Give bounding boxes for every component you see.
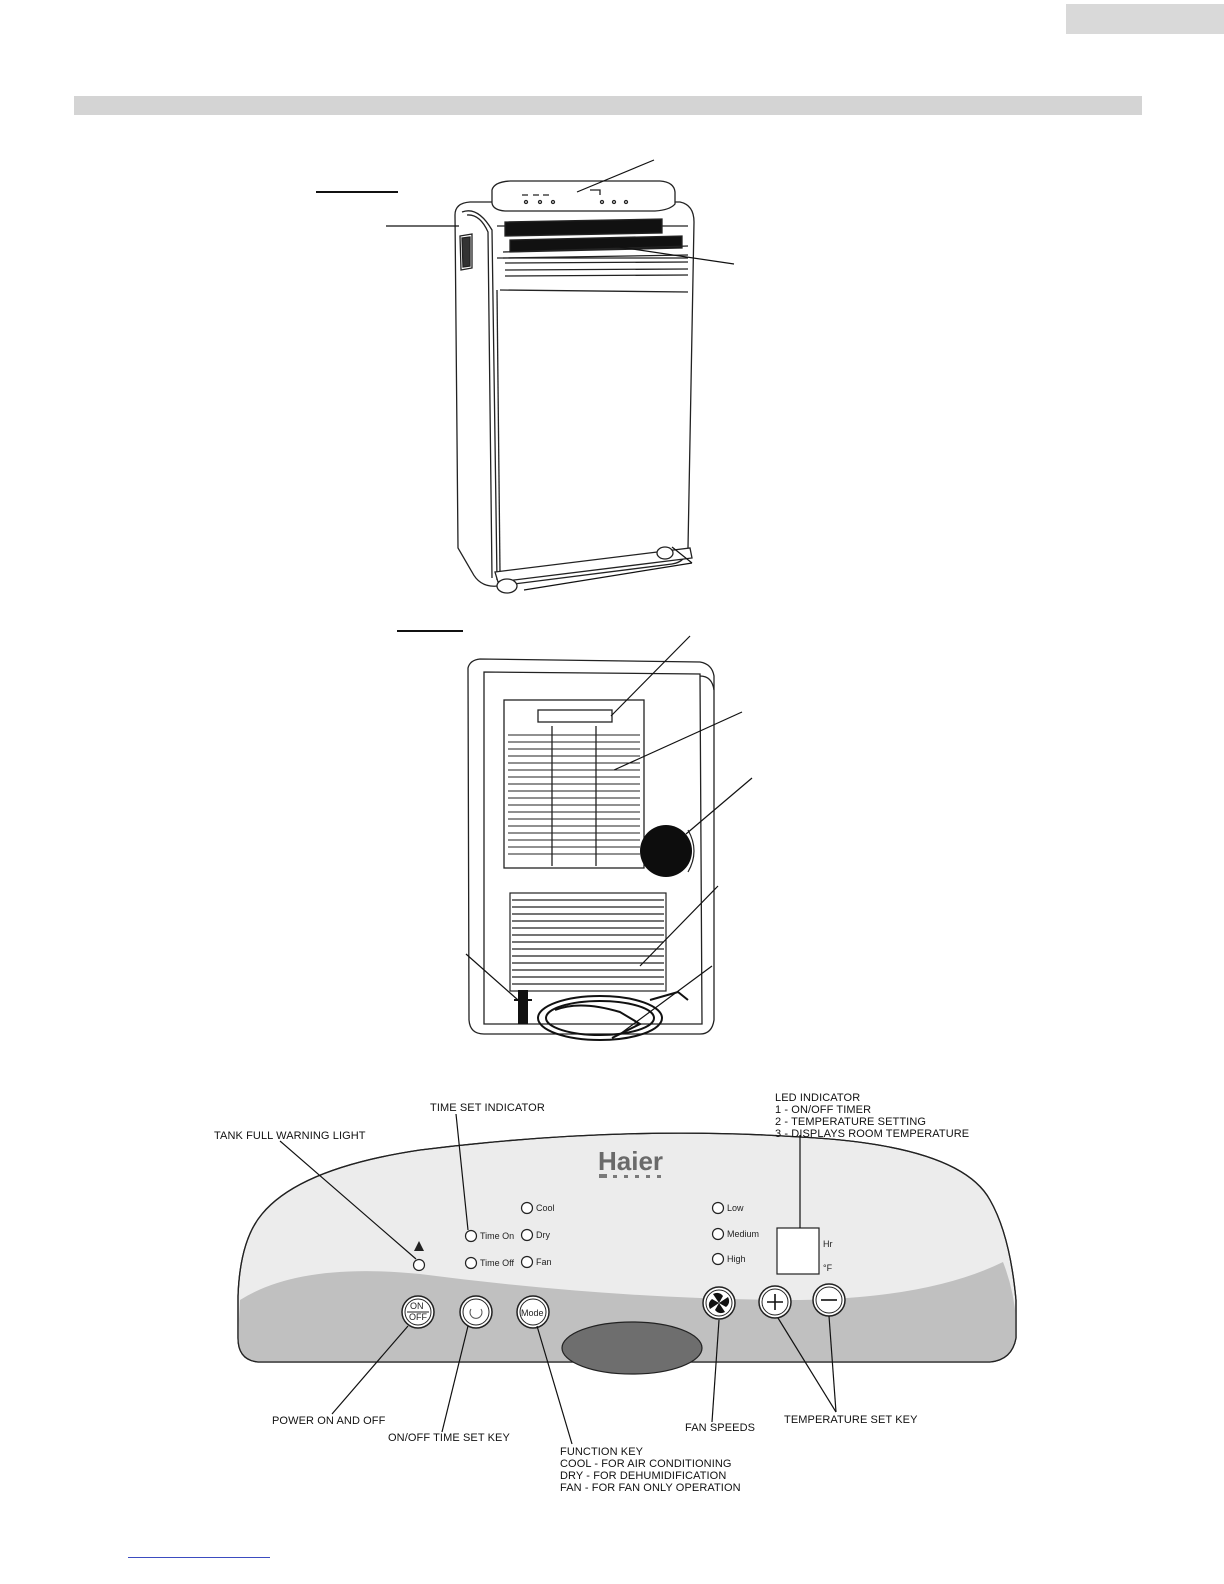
- power-on-off-callout: POWER ON AND OFF: [272, 1415, 386, 1427]
- medium-label: Medium: [727, 1229, 759, 1239]
- brand-logo: Haier: [598, 1146, 663, 1176]
- timer-button[interactable]: [459, 1295, 493, 1329]
- fan-speed-button[interactable]: [702, 1286, 736, 1320]
- callout-line: FUNCTION KEY: [560, 1446, 644, 1458]
- time-on-label: Time On: [480, 1231, 514, 1241]
- off-label: OFF: [409, 1312, 427, 1322]
- page-number-tab: [1066, 4, 1224, 34]
- function-key-callout: FUNCTION KEY COOL - FOR AIR CONDITIONING…: [560, 1446, 741, 1494]
- fan-led: [520, 1255, 534, 1269]
- medium-led: [711, 1227, 725, 1241]
- power-button[interactable]: ON OFF: [401, 1295, 435, 1329]
- mode-key-label: Mode: [521, 1308, 544, 1318]
- callout-line: 1 - ON/OFF TIMER: [775, 1104, 872, 1116]
- led-indicator-callout: LED INDICATOR 1 - ON/OFF TIMER 2 - TEMPE…: [775, 1092, 969, 1140]
- time-set-key-callout: ON/OFF TIME SET KEY: [388, 1432, 510, 1444]
- section-header-bar: [74, 96, 1142, 115]
- tank-full-warning-callout: TANK FULL WARNING LIGHT: [214, 1130, 366, 1142]
- time-off-label: Time Off: [480, 1258, 515, 1268]
- temp-up-button[interactable]: [758, 1285, 792, 1319]
- high-led: [711, 1252, 725, 1266]
- fan-label: Fan: [536, 1257, 552, 1267]
- fan-speeds-callout: FAN SPEEDS: [685, 1422, 756, 1434]
- time-on-led: [464, 1229, 478, 1243]
- time-off-led: [464, 1256, 478, 1270]
- temperature-set-key-callout: TEMPERATURE SET KEY: [784, 1414, 918, 1426]
- callout-line: LED INDICATOR: [775, 1092, 861, 1104]
- high-label: High: [727, 1254, 746, 1264]
- time-set-indicator-callout: TIME SET INDICATOR: [430, 1102, 545, 1114]
- callout-line: DRY - FOR DEHUMIDIFICATION: [560, 1470, 727, 1482]
- temp-down-button[interactable]: [812, 1283, 846, 1317]
- clock-icon: [469, 1308, 483, 1319]
- front-view-heading-underline: [316, 191, 398, 193]
- led-display: [776, 1227, 820, 1275]
- tank-full-led: [412, 1258, 426, 1272]
- dry-label: Dry: [536, 1230, 550, 1240]
- dry-led: [520, 1228, 534, 1242]
- display-hr-label: Hr: [823, 1239, 833, 1249]
- callout-line: 3 - DISPLAYS ROOM TEMPERATURE: [775, 1128, 970, 1140]
- fan-icon: [708, 1292, 730, 1314]
- rear-view-heading-underline: [397, 630, 463, 632]
- plus-icon: [767, 1294, 783, 1310]
- warning-triangle-icon: [414, 1241, 424, 1251]
- low-led: [711, 1201, 725, 1215]
- display-deg-label: °F: [823, 1263, 833, 1273]
- on-label: ON: [410, 1301, 424, 1311]
- footer-link-underline: [128, 1557, 270, 1558]
- callout-line: COOL - FOR AIR CONDITIONING: [560, 1458, 732, 1470]
- callout-line: FAN - FOR FAN ONLY OPERATION: [560, 1482, 741, 1494]
- callout-line: 2 - TEMPERATURE SETTING: [775, 1116, 927, 1128]
- cool-label: Cool: [536, 1203, 555, 1213]
- mode-button[interactable]: Mode: [516, 1295, 550, 1329]
- cool-led: [520, 1201, 534, 1215]
- low-label: Low: [727, 1203, 744, 1213]
